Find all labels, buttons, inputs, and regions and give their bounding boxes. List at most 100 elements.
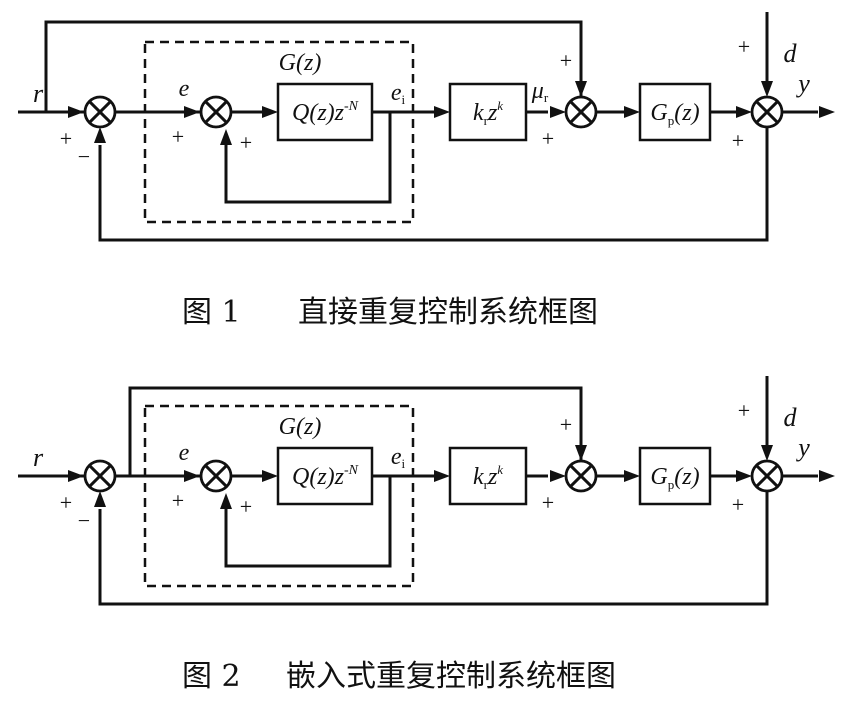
caption-title: 直接重复控制系统框图 [298,295,598,330]
gp-block [638,446,712,506]
k-z: z [487,100,498,126]
summing-junction-inner [199,95,233,129]
sign-plus: + [738,34,750,59]
sign-plus: + [172,488,184,513]
output-arrowhead [819,470,835,482]
summing-junction-output [750,95,784,129]
d-label: d [784,39,798,68]
error-arrowhead [184,106,200,118]
summing-junction-inner [199,459,233,493]
summing-junction-output [750,459,784,493]
output-arrowhead [819,106,835,118]
y-label: y [795,69,810,98]
sign-minus: − [78,508,90,533]
inner-feedback-loop [224,476,392,568]
gp-block-label: Gp(z) [650,100,699,128]
inner-feedback-loop [224,112,392,204]
mu-arrowhead [550,470,566,482]
caption-number: 图 2 [182,659,241,694]
bypass-line-r [44,20,583,112]
k-block [448,82,528,142]
d-label: d [784,403,798,432]
sign-plus: + [560,48,572,73]
sign-plus: + [240,494,252,519]
ei-label: ei [391,444,406,471]
summing-junction-plant-input [564,459,598,493]
sign-plus: + [560,412,572,437]
sign-plus: + [60,490,72,515]
summing-junction-input [83,95,117,129]
bypass-arrowhead [575,445,587,461]
caption-title: 嵌入式重复控制系统框图 [286,659,616,694]
junction-cross [755,100,779,124]
sign-plus: + [738,398,750,423]
plant-output-arrowhead [736,470,752,482]
ei-subscript: i [402,92,406,107]
g-z-label: G(z) [279,50,322,76]
y-label: y [795,433,810,462]
junction-cross [569,464,593,488]
junction-cross [204,464,228,488]
gp-tail: (z) [674,100,699,126]
mu-arrowhead [550,106,566,118]
junction-cross [88,464,112,488]
figure-caption: 图 1 直接重复控制系统框图 [182,295,598,330]
input-arrowhead [68,470,84,482]
mu-label: μr [531,78,549,105]
inner-feedback-arrowhead [220,493,232,509]
plant-output-arrowhead [736,106,752,118]
junction-cross [755,464,779,488]
sign-plus: + [172,124,184,149]
input-r-label: r [33,443,44,472]
sign-plus: + [542,126,554,151]
q-block [276,446,374,506]
outer-feedback-arrowhead [94,491,106,507]
k-subscript: r [484,113,489,128]
sign-plus: + [240,130,252,155]
sign-minus: − [78,144,90,169]
ei-arrowhead [434,470,450,482]
input-r-label: r [33,79,44,108]
bypass-arrowhead [575,81,587,97]
gp-tail: (z) [674,464,699,490]
gp-subscript: p [668,113,675,128]
disturbance-arrowhead [761,445,773,461]
k-subscript: r [484,477,489,492]
junction-cross [569,100,593,124]
mu-subscript: r [544,90,549,105]
outer-feedback-arrowhead [94,127,106,143]
sign-plus: + [732,492,744,517]
k-z: z [487,464,498,490]
summing-junction-input [83,459,117,493]
gp-input-arrowhead [624,470,640,482]
outer-feedback-loop [98,127,769,242]
input-arrowhead [68,106,84,118]
summing-junction-plant-input [564,95,598,129]
gp-input-arrowhead [624,106,640,118]
caption-number: 图 1 [182,295,241,330]
figure-caption: 图 2 嵌入式重复控制系统框图 [182,659,616,694]
e-label: e [179,76,190,102]
sign-plus: + [732,128,744,153]
k-block [448,446,528,506]
inner-feedback-arrowhead [220,129,232,145]
bypass-line-e [128,386,583,476]
ei-arrowhead [434,106,450,118]
ei-label: ei [391,80,406,107]
q-input-arrowhead [262,106,278,118]
junction-cross [88,100,112,124]
sign-plus: + [60,126,72,151]
gp-subscript: p [668,477,675,492]
g-z-label: G(z) [279,414,322,440]
junction-cross [204,100,228,124]
disturbance-arrowhead [761,81,773,97]
k-exponent: k [497,462,503,477]
ei-subscript: i [402,456,406,471]
sign-plus: + [542,490,554,515]
k-exponent: k [497,98,503,113]
q-block-exponent: -N [344,463,359,478]
e-label: e [179,440,190,466]
